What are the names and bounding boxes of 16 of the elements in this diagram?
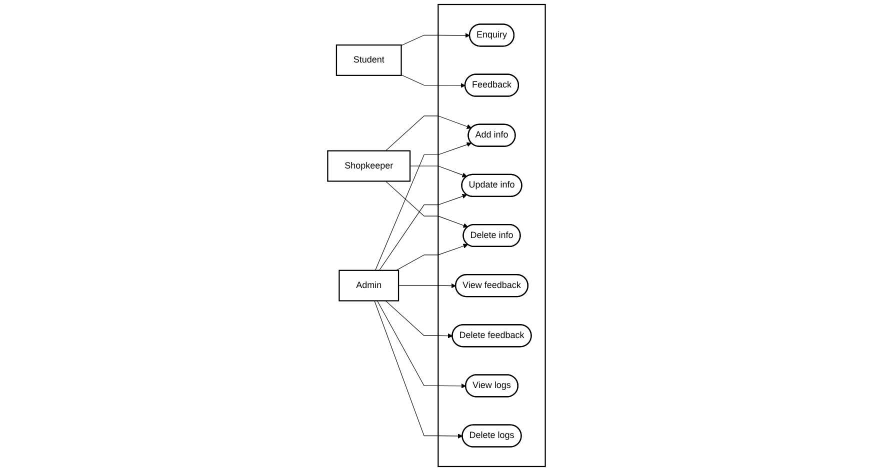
arrow [375, 142, 472, 271]
cluster [438, 4, 546, 468]
arrow [385, 116, 472, 152]
arrow [410, 166, 468, 178]
node-box: Admin [338, 270, 400, 302]
arrow [398, 283, 456, 288]
node-box: Student [336, 44, 402, 76]
arrow [400, 74, 466, 88]
arrow [376, 300, 466, 388]
node-box: Shopkeeper [327, 150, 411, 182]
arrow [400, 32, 470, 46]
arrow [378, 194, 468, 271]
arrow [385, 300, 453, 338]
arrow [396, 244, 468, 271]
arrow [385, 180, 468, 228]
arrow [374, 300, 463, 439]
